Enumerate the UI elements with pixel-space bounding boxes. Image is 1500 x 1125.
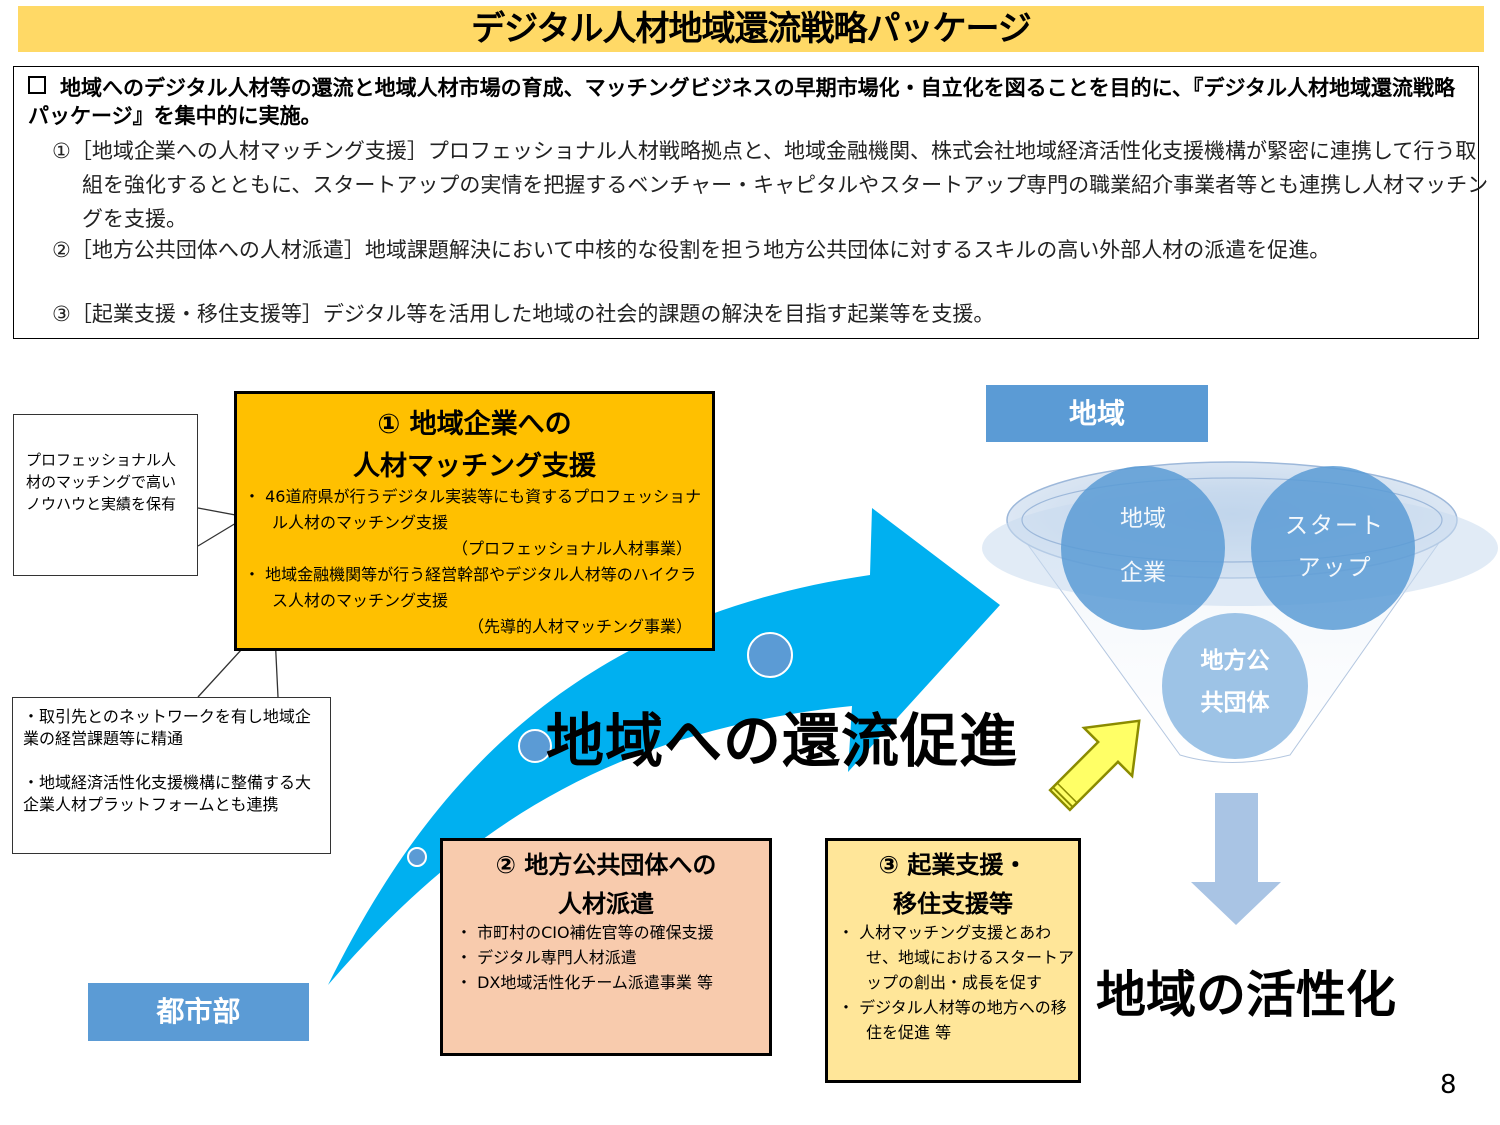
yellow-arrow (1048, 719, 1141, 812)
summary-item-2: ②［地方公共団体への人材派遣］地域課題解決において中核的な役割を担う地方公共団体… (52, 238, 1331, 262)
region-label: 地域 (986, 385, 1208, 442)
box2-title-line2: 人材派遣 (558, 890, 654, 918)
box2-title-line1: ② 地方公共団体への (495, 851, 717, 879)
circle-local-government (1162, 613, 1308, 759)
box3-bullet: ・ 人材マッチング支援とあわせ、地域におけるスタートアップの創出・成長を促す (838, 923, 1075, 992)
funnel-inner-ellipse (982, 490, 1498, 606)
circle-startups (1251, 466, 1415, 630)
summary-box (13, 66, 1479, 339)
page-title: デジタル人材地域還流戦略パッケージ (471, 9, 1032, 49)
box3-title-line1: ③ 起業支援・ (878, 851, 1028, 879)
summary-intro: 地域へのデジタル人材等の還流と地域人材市場の育成、マッチングビジネスの早期市場化… (28, 74, 1468, 130)
callout-professional: プロフェッショナル人材のマッチングで高いノウハウと実績を保有 (13, 414, 198, 576)
box1-bullet-2-note: （先導的人材マッチング事業） (467, 617, 692, 636)
square-bullet-icon (28, 76, 46, 94)
box2-body: ・ 市町村のCIO補佐官等の確保支援 ・ デジタル専門人材派遣 ・ DX地域活性… (456, 920, 766, 995)
box1-bullet-1-note: （プロフェッショナル人材事業） (451, 539, 692, 558)
circle-label-startups: スタート アップ (1250, 505, 1420, 589)
circle-label-line: 地方公 (1200, 648, 1270, 674)
callout2-para-1: ・取引先とのネットワークを有し地域企業の経営課題等に精通 (23, 707, 311, 748)
box-regional-matching (234, 391, 715, 651)
summary-item-3: ③［起業支援・移住支援等］デジタル等を活用した地域の社会的課題の解決を目指す起業… (52, 302, 995, 326)
arrow-dot-small (407, 847, 427, 867)
circle-regional-companies (1061, 466, 1225, 630)
box-startup-relocation (825, 838, 1081, 1083)
circle-label-line: 企業 (1120, 560, 1166, 586)
circle-label-line: アップ (1297, 555, 1373, 581)
arrow-dot-large (747, 632, 793, 678)
circle-label-government: 地方公 共団体 (1165, 640, 1305, 724)
arrow-dot-medium (518, 729, 552, 763)
box-local-government-dispatch (440, 838, 772, 1056)
circle-label-line: 共団体 (1200, 690, 1270, 716)
funnel-rim (1021, 477, 1443, 563)
page-number: 8 (1440, 1070, 1457, 1100)
activation-heading: 地域の活性化 (1096, 966, 1396, 1024)
summary-item-1: ①［地域企業への人材マッチング支援］プロフェッショナル人材戦略拠点と、地域金融機… (52, 139, 1489, 231)
box1-bullet-1: ・ 46道府県が行うデジタル実装等にも資するプロフェッショナル人材のマッチング支… (244, 487, 702, 532)
box1-body: ・ 46道府県が行うデジタル実装等にも資するプロフェッショナル人材のマッチング支… (244, 484, 710, 640)
callout2-para-2: ・地域経済活性化支援機構に整備する大企業人材プラットフォームとも連携 (23, 773, 312, 814)
box2-bullet: ・ デジタル専門人材派遣 (456, 948, 637, 967)
summary-intro-text: 地域へのデジタル人材等の還流と地域人材市場の育成、マッチングビジネスの早期市場化… (28, 76, 1456, 128)
flow-arrow (328, 508, 1000, 985)
circle-label-line: スタート (1285, 513, 1385, 539)
box2-bullet: ・ 市町村のCIO補佐官等の確保支援 (456, 923, 714, 942)
box1-title-line2: 人材マッチング支援 (353, 451, 596, 482)
box3-body: ・ 人材マッチング支援とあわせ、地域におけるスタートアップの創出・成長を促す ・… (838, 920, 1074, 1045)
promotion-heading: 地域への還流促進 (546, 707, 1019, 775)
circle-label-companies: 地域 企業 (1068, 498, 1218, 594)
circle-label-line: 地域 (1120, 506, 1166, 532)
box3-title-line2: 移住支援等 (893, 890, 1013, 918)
callout-financial: ・取引先とのネットワークを有し地域企業の経営課題等に精通 ・地域経済活性化支援機… (12, 697, 331, 854)
title-bar (18, 6, 1484, 52)
box1-title-line1: ① 地域企業への (377, 409, 572, 440)
box2-bullet: ・ DX地域活性化チーム派遣事業 等 (456, 973, 713, 992)
box3-bullet: ・ デジタル人材等の地方への移住を促進 等 (838, 998, 1067, 1042)
box1-bullet-2: ・ 地域金融機関等が行う経営幹部やデジタル人材等のハイクラス人材のマッチング支援 (244, 565, 697, 610)
down-arrow (1191, 793, 1281, 925)
city-label: 都市部 (88, 983, 309, 1041)
